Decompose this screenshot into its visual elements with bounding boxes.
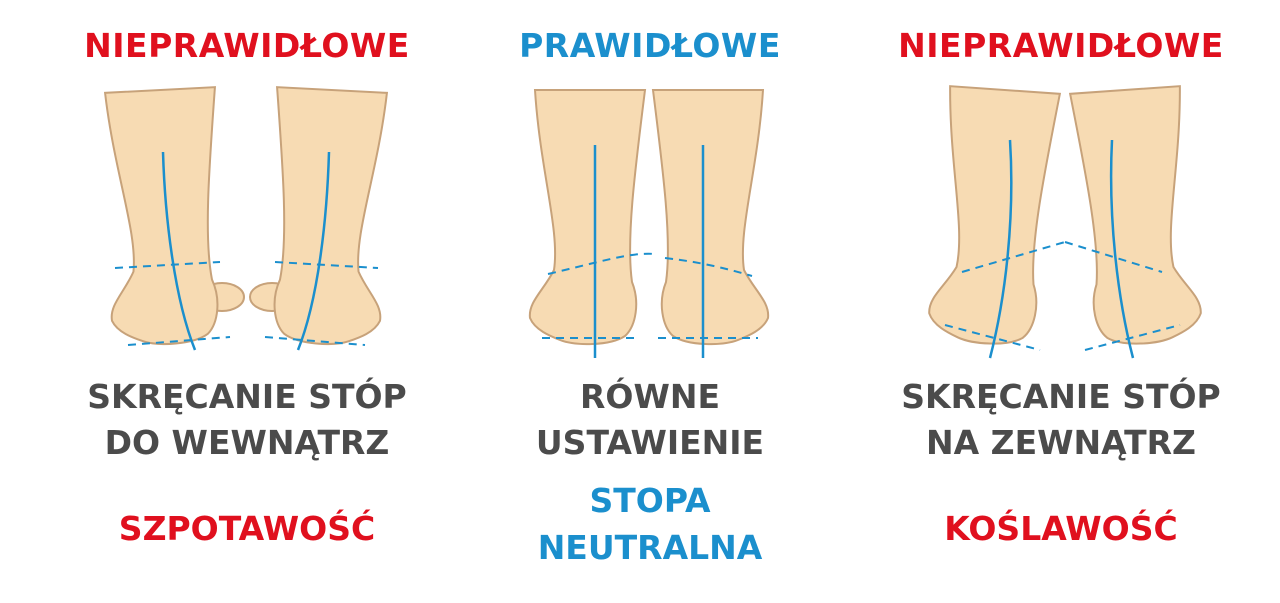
condition-label: KOŚLAWOŚĆ bbox=[944, 509, 1178, 548]
caption-line1: RÓWNE bbox=[579, 377, 721, 416]
heading-correct: PRAWIDŁOWE bbox=[519, 26, 781, 65]
condition-label: SZPOTAWOŚĆ bbox=[118, 509, 376, 548]
foot-left-neutral bbox=[528, 89, 656, 358]
caption-line1: SKRĘCANIE STÓP bbox=[901, 377, 1221, 416]
condition-label-line1: STOPA bbox=[589, 481, 711, 520]
heading-incorrect: NIEPRAWIDŁOWE bbox=[84, 26, 410, 65]
caption-line2: USTAWIENIE bbox=[535, 423, 765, 462]
foot-left-inward bbox=[98, 86, 245, 351]
caption-line2: NA ZEWNĄTRZ bbox=[926, 423, 1196, 462]
foot-right-neutral bbox=[652, 89, 770, 358]
condition-label-line2: NEUTRALNA bbox=[537, 528, 763, 567]
foot-right-inward bbox=[249, 86, 394, 351]
foot-left-outward bbox=[926, 84, 1066, 359]
heading-incorrect: NIEPRAWIDŁOWE bbox=[898, 26, 1224, 65]
caption-line2: DO WEWNĄTRZ bbox=[104, 423, 390, 462]
foot-right-outward bbox=[1064, 84, 1204, 359]
caption-line1: SKRĘCANIE STÓP bbox=[87, 377, 407, 416]
